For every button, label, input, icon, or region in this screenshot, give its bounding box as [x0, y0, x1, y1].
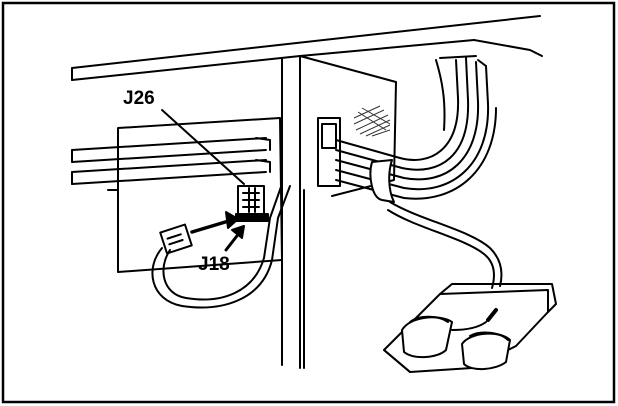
plug-arrow	[190, 211, 239, 234]
cable-plug	[151, 183, 291, 309]
circuit-board	[107, 117, 283, 273]
foot-pedal	[383, 283, 557, 373]
j26-pointer	[161, 109, 245, 185]
wall-socket	[317, 117, 341, 187]
j18-label: J18	[198, 254, 230, 275]
j18-arrow	[224, 225, 245, 252]
j18-connector	[235, 213, 269, 222]
vent-grille	[353, 105, 391, 137]
j26-connector	[237, 185, 265, 215]
cable-bundle	[335, 55, 497, 203]
pedal-cord	[387, 201, 503, 289]
j26-label: J26	[123, 88, 155, 109]
